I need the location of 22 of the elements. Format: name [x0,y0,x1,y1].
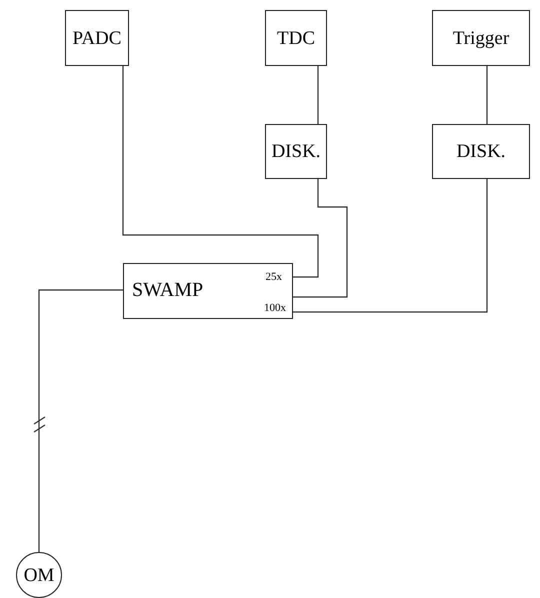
module-box [432,124,530,179]
amplifier-box [123,263,293,319]
signal-wire [293,179,348,298]
node-label: OM [24,566,54,584]
module-box [265,124,327,179]
gain-label: 100x [264,303,286,314]
node-label: TDC [277,28,315,48]
module-box [265,10,327,66]
signal-wire [317,66,319,124]
signal-wire [293,179,488,313]
module-box [432,10,530,66]
signal-wire [486,66,488,124]
node-label: DISK. [271,142,321,161]
signal-wire [38,289,123,552]
signal-wire [122,66,319,278]
node-label: Trigger [452,28,510,48]
node-label: DISK. [456,142,506,161]
node-label: SWAMP [132,280,204,300]
module-circle [16,552,62,598]
node-label: PADC [72,28,122,48]
module-box [65,10,129,66]
gain-label: 25x [266,272,282,283]
